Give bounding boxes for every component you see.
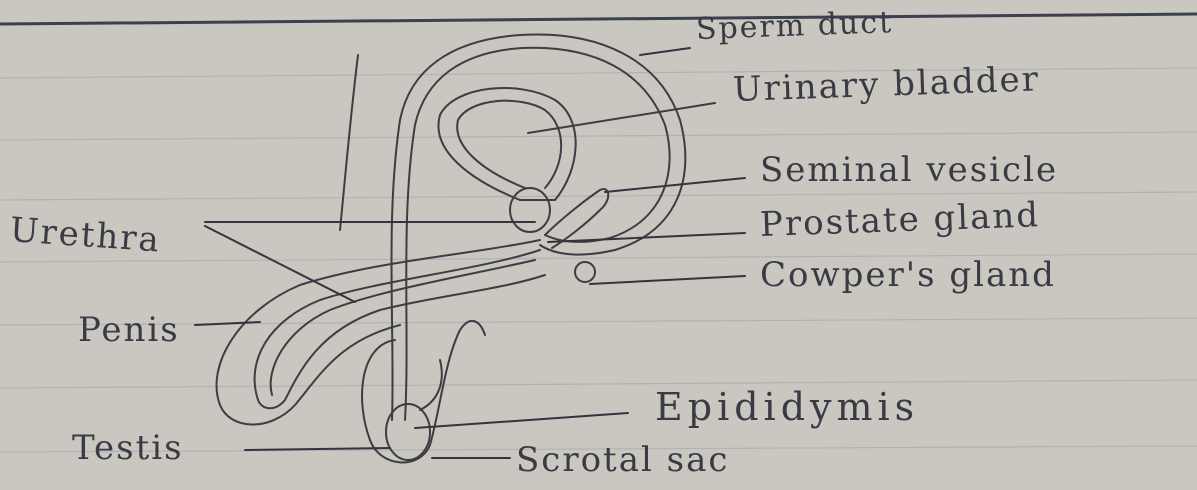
prostate-gland bbox=[510, 188, 550, 232]
epididymis-pointer bbox=[415, 413, 628, 428]
label-scrotal-sac: Scrotal sac bbox=[516, 440, 729, 480]
guide-line bbox=[340, 55, 358, 230]
label-cowpers-gland: Cowper's gland bbox=[760, 255, 1056, 295]
cowpers-gland bbox=[575, 262, 595, 282]
top-margin-line bbox=[0, 14, 1197, 24]
sperm-duct-inner bbox=[405, 48, 670, 420]
urinary-bladder bbox=[438, 88, 575, 200]
testis bbox=[386, 404, 430, 460]
cowpers-gland-pointer bbox=[590, 276, 745, 284]
penis bbox=[217, 240, 540, 425]
bladder-pointer bbox=[528, 103, 715, 133]
seminal-vesicle-pointer bbox=[605, 178, 745, 192]
label-testis: Testis bbox=[72, 428, 184, 468]
scrotal-sac bbox=[362, 321, 485, 463]
reproductive-system-drawing bbox=[217, 34, 715, 462]
label-epididymis: Epididymis bbox=[655, 385, 919, 429]
sperm-duct-pointer bbox=[640, 48, 690, 55]
urethra-pointer-b bbox=[205, 226, 355, 302]
label-seminal-vesicle: Seminal vesicle bbox=[760, 150, 1058, 190]
label-penis: Penis bbox=[78, 310, 180, 350]
label-sperm-duct: Sperm duct bbox=[695, 5, 893, 47]
